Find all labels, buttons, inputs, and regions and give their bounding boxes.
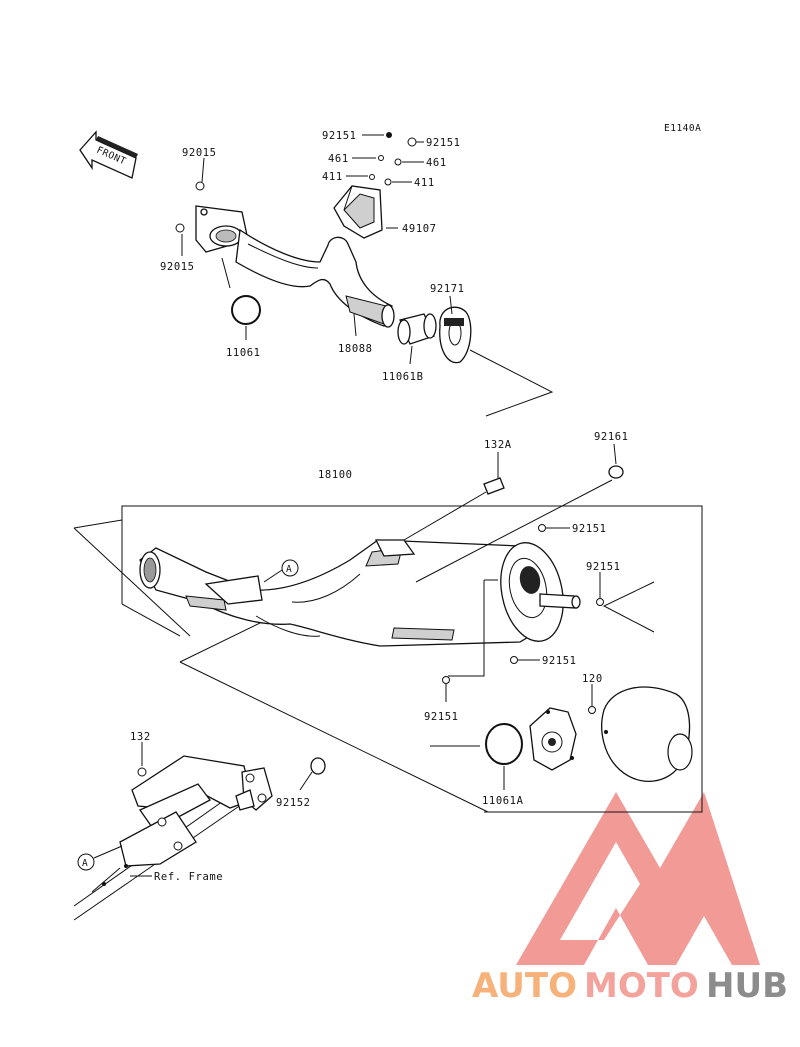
label-411-right: 411	[414, 177, 435, 189]
ref-marker-bottom: A	[82, 858, 88, 869]
label-92151-b: 92151	[586, 561, 621, 573]
label-92152: 92152	[276, 797, 311, 809]
label-132: 132	[130, 731, 151, 743]
watermark-hub: HUB	[706, 966, 788, 1006]
label-49107: 49107	[402, 223, 437, 235]
watermark-moto: MOTO	[584, 966, 699, 1006]
label-461-left: 461	[328, 153, 349, 165]
lower-leaders	[141, 443, 655, 791]
gasket-sleeve-drawing	[397, 313, 437, 345]
upper-leaders	[181, 134, 554, 417]
label-92151-c: 92151	[542, 655, 577, 667]
label-411-left: 411	[322, 171, 343, 183]
ref-marker-top: A	[286, 564, 292, 575]
label-18100: 18100	[318, 469, 353, 481]
label-11061a: 11061A	[482, 795, 524, 807]
label-132a: 132A	[484, 439, 512, 451]
diagram-code: E1140A	[664, 123, 701, 134]
upper-hardware	[175, 132, 417, 233]
muffler-drawing	[139, 539, 581, 647]
label-92161: 92161	[594, 431, 629, 443]
header-pipe-drawing	[195, 205, 395, 328]
label-92015-top: 92015	[182, 147, 217, 159]
label-92151-d: 92151	[424, 711, 459, 723]
label-92015-left: 92015	[160, 261, 195, 273]
ref-marker-circle-top	[281, 559, 299, 577]
gasket-ring-11061	[231, 295, 261, 325]
frame-bracket-drawing	[73, 755, 273, 921]
watermark-auto: AUTO	[472, 966, 577, 1006]
heat-cover-drawing	[333, 185, 383, 239]
label-92151-cover-right: 92151	[426, 137, 461, 149]
gasket-ring-11061a	[485, 723, 523, 765]
end-plate-drawing	[529, 707, 577, 771]
label-18088: 18088	[338, 343, 373, 355]
ref-marker-circle-bottom	[77, 853, 95, 871]
label-120: 120	[582, 673, 603, 685]
lower-hardware	[137, 465, 624, 777]
label-11061: 11061	[226, 347, 261, 359]
clamp-drawing	[439, 306, 472, 364]
label-92151-a: 92151	[572, 523, 607, 535]
front-arrow-icon	[79, 130, 138, 179]
end-cap-cover-drawing	[601, 686, 693, 782]
ref-frame-label: Ref. Frame	[154, 871, 223, 883]
watermark-triangle-icon	[516, 792, 760, 965]
label-461-right: 461	[426, 157, 447, 169]
watermark-logo	[516, 792, 760, 965]
label-11061b: 11061B	[382, 371, 424, 383]
label-92151-cover-left: 92151	[322, 130, 357, 142]
label-92171: 92171	[430, 283, 465, 295]
